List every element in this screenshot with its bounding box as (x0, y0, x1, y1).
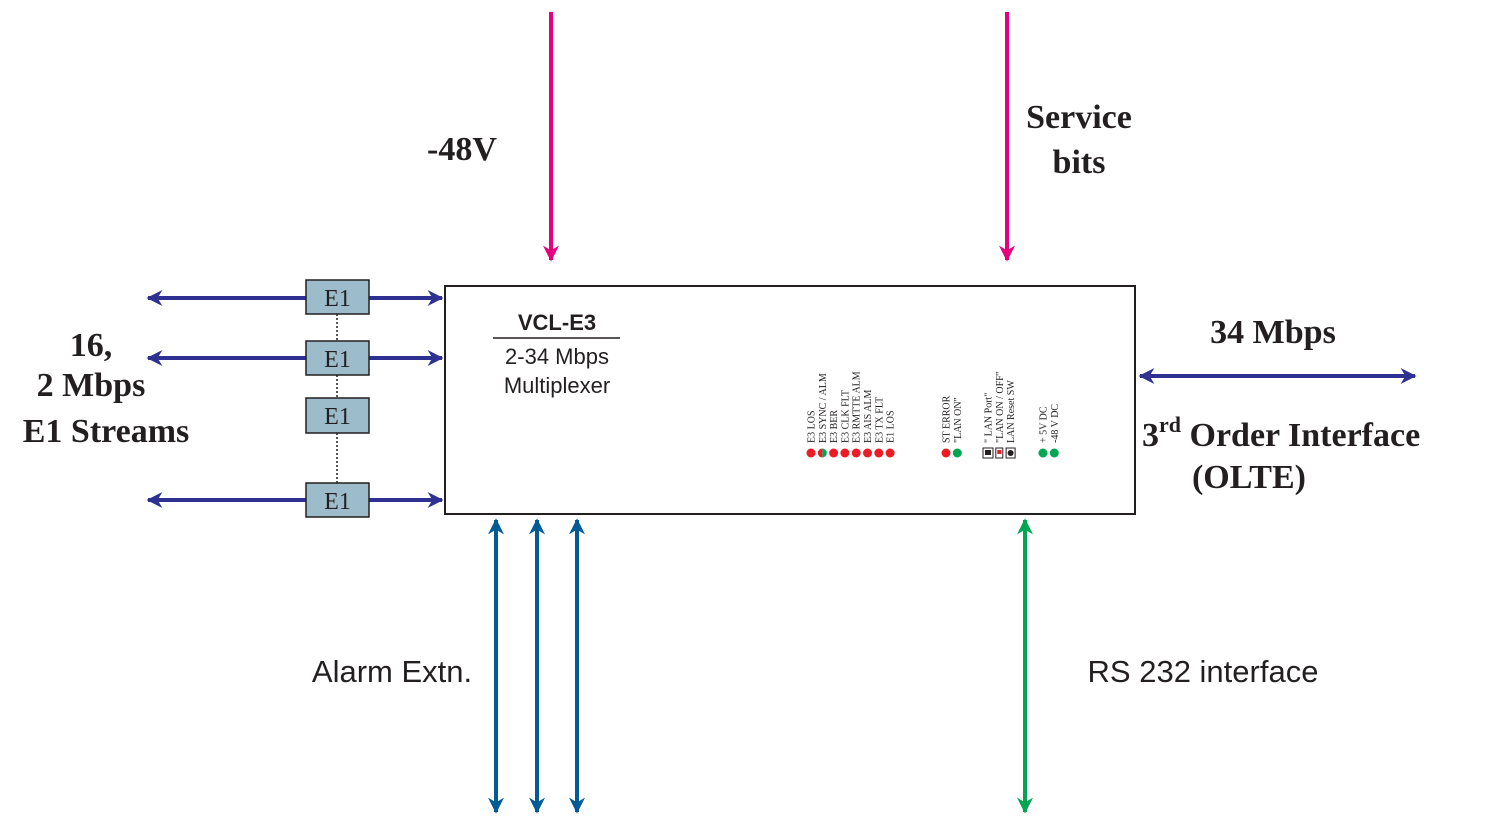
led-label: LAN Reset SW (1006, 380, 1017, 443)
rs232-label: RS 232 interface (1088, 654, 1319, 689)
device-subtitle: 2-34 Mbps (505, 344, 609, 369)
led-label: E1 LOS (886, 411, 897, 444)
red-led (829, 448, 839, 458)
e1-streams-label: E1 Streams (23, 413, 190, 450)
lan-reset-switch-icon (1005, 447, 1016, 459)
multiplexer-box (444, 285, 1136, 515)
device-type: Multiplexer (504, 373, 610, 398)
led-label: E3 RMTTE ALM (852, 371, 863, 443)
led-label: "LAN ON / OFF" (995, 371, 1006, 443)
e1-box: E1 (305, 397, 370, 434)
led-label: + 5V DC (1039, 406, 1050, 443)
led-label: E3 BER (829, 410, 840, 443)
e1-box-label: E1 (324, 404, 351, 430)
e1-box-label: E1 (324, 347, 351, 373)
lan-port-icon (982, 447, 994, 459)
led-label: ST ERROR (942, 395, 953, 443)
olte-rate-label: 34 Mbps (1210, 314, 1336, 351)
order-interface-label: 3rd Order Interface (1142, 412, 1420, 454)
lan-switch-icon (995, 447, 1004, 459)
bicolor-led (817, 448, 827, 458)
e1-box: E1 (305, 279, 370, 315)
voltage-label: -48V (427, 131, 497, 168)
olte-label: (OLTE) (1192, 459, 1306, 496)
e1-box: E1 (305, 340, 370, 376)
led-label: E3 TX FLT (874, 397, 885, 443)
red-led (941, 448, 951, 458)
led-label: " LAN Port" (984, 393, 995, 443)
red-led (840, 448, 850, 458)
e1-box-label: E1 (324, 489, 351, 515)
led-label: -48 V DC (1050, 404, 1061, 443)
e1-box: E1 (305, 482, 370, 518)
device-name: VCL-E3 (518, 310, 596, 335)
red-led (851, 448, 861, 458)
service-label-line2: bits (1053, 144, 1106, 181)
e1-count-label: 16, (70, 327, 113, 364)
green-led (952, 448, 962, 458)
led-label: E3 LOS (807, 411, 818, 444)
red-led (885, 448, 895, 458)
alarm-extn-label: Alarm Extn. (312, 654, 472, 689)
service-label-line1: Service (1026, 99, 1132, 136)
e1-box-label: E1 (324, 286, 351, 312)
led-label: E3 CLK FLT (840, 390, 851, 443)
red-led (863, 448, 872, 458)
led-label: E3 SYNC / ALM (818, 373, 829, 443)
green-led (1038, 448, 1048, 458)
red-led (874, 448, 884, 458)
green-led (1049, 448, 1059, 458)
led-label: "LAN ON" (953, 397, 964, 443)
red-led (806, 448, 816, 458)
e1-rate-label: 2 Mbps (37, 367, 146, 404)
led-label: E3 AIS ALM (863, 390, 874, 443)
